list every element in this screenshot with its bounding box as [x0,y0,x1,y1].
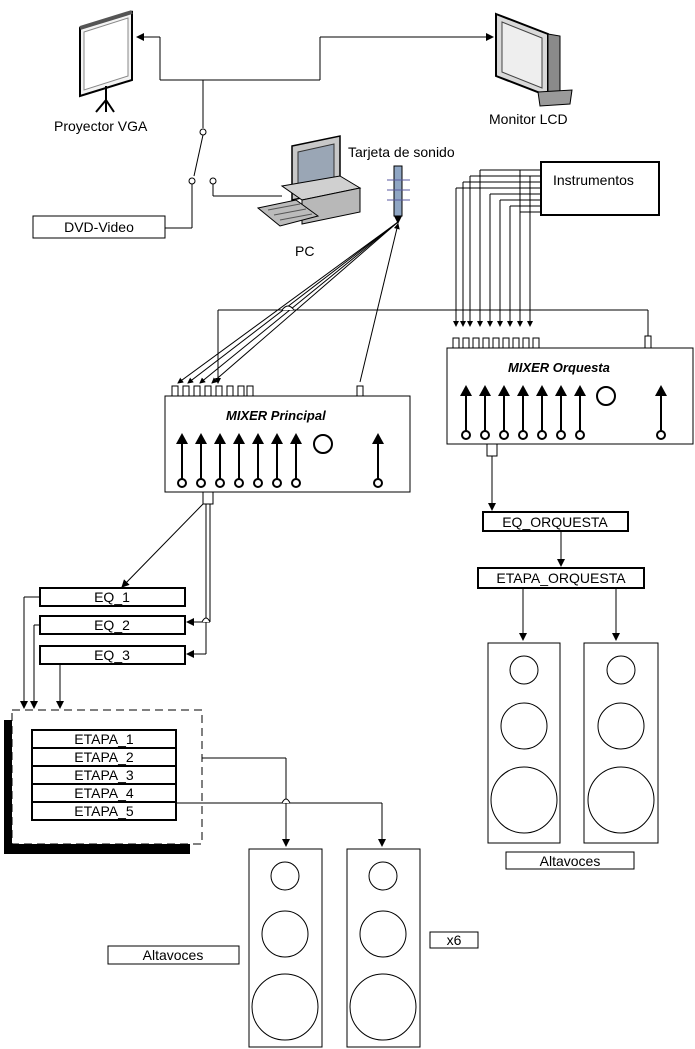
etapa5-label: ETAPA_5 [74,803,134,819]
altavoces-right-box [505,851,635,870]
mixer-principal-title: MIXER Principal [226,408,326,423]
etapa-orquesta-box [477,567,645,589]
projector-screen-icon [79,10,133,113]
main-mixer-output-lines [121,503,211,658]
mixer-orquesta [446,335,694,457]
eq-orquesta-box [482,511,629,532]
eq3-box [39,645,186,665]
pc-label: PC [295,243,314,259]
monitor-icon [495,12,573,107]
altavoces-left-label: Altavoces [143,947,204,963]
altavoces-right-label: Altavoces [540,853,601,869]
etapa-orquesta-label: ETAPA_ORQUESTA [496,570,626,586]
etapa-to-speaker-lines [176,757,386,847]
eq1-label: EQ_1 [94,589,130,605]
switch-contact-top [199,128,207,136]
etapa1-label: ETAPA_1 [74,731,134,747]
etapa5-box [31,801,177,821]
mixer-orquesta-title: MIXER Orquesta [508,360,610,375]
eq-to-etapa-lines [20,596,64,709]
sound-card-icon [387,165,410,224]
instrument-lines [453,169,541,327]
dvd-label: DVD-Video [64,219,134,235]
etapa3-label: ETAPA_3 [74,767,134,783]
instruments-box [540,161,660,216]
instruments-label: Instrumentos [553,172,634,188]
monitor-label: Monitor LCD [489,111,568,127]
mixer-link-lines [215,305,649,384]
multiplier-label: x6 [447,932,462,948]
video-lines [136,33,494,229]
projector-label: Proyector VGA [54,118,148,134]
sound-card-lines [177,221,400,384]
etapa2-label: ETAPA_2 [74,749,134,765]
eq3-label: EQ_3 [94,647,130,663]
etapa4-label: ETAPA_4 [74,785,134,801]
sound-card-label: Tarjeta de sonido [348,144,455,160]
switch-contact-pc [209,177,217,185]
pc-icon [256,135,362,227]
dvd-box [32,215,166,239]
speaker-main-right [346,848,421,1048]
multiplier-box [429,931,479,949]
mixer-principal [164,385,411,505]
speaker-orquesta-right [583,642,659,844]
eq2-label: EQ_2 [94,617,130,633]
speaker-main-left [248,848,323,1048]
speaker-orquesta-left [487,642,561,844]
eq-orquesta-label: EQ_ORQUESTA [502,514,608,530]
etapa-group [4,709,203,854]
switch-contact-dvd [188,177,196,185]
altavoces-left-box [107,945,240,965]
